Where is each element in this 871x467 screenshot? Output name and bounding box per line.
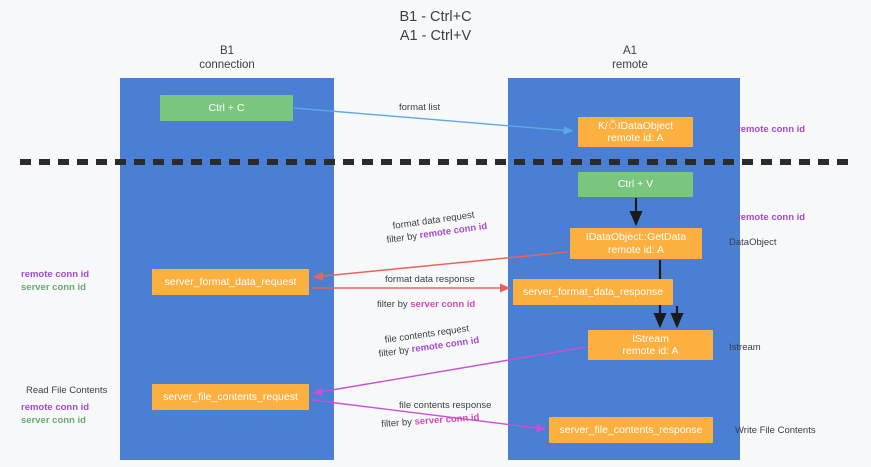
box-ctrl-c[interactable]: Ctrl + C xyxy=(160,95,293,121)
box-istream-line-2: remote id: A xyxy=(622,345,679,357)
box-server-format-data-response-label: server_format_data_response xyxy=(522,285,664,298)
annotation-conn-ids-format: remote conn id server conn id xyxy=(21,269,89,294)
filter-prefix: filter by xyxy=(378,344,413,360)
box-server-file-contents-request-label: server_file_contents_request xyxy=(163,390,298,403)
filter-prefix: filter by xyxy=(381,416,415,430)
annotation-write-file-contents: Write File Contents xyxy=(735,425,816,438)
edge-label-format-data-response: format data response xyxy=(385,274,475,286)
lane-header-a1-role: remote xyxy=(612,58,648,71)
annotation-read-file-contents-text: Read File Contents xyxy=(26,385,108,396)
annotation-dataobject: DataObject xyxy=(729,237,777,250)
box-getdata-line-2: remote id: A xyxy=(607,243,665,256)
page-title: B1 - Ctrl+C A1 - Ctrl+V xyxy=(0,8,871,46)
edge-label-format-list: format list xyxy=(399,102,440,114)
annotation-server-conn-id-left: server conn id xyxy=(21,281,86,293)
edge-label-file-contents-response-filter: filter by server conn id xyxy=(381,412,480,431)
box-idataobject-line-2: remote id: A xyxy=(607,132,664,144)
box-idataobject-getdata[interactable]: IDataObject::GetData remote id: A xyxy=(570,228,702,259)
annotation-conn-ids-file: remote conn id server conn id xyxy=(21,402,89,427)
box-getdata-line-1: IDataObject::GetData xyxy=(585,231,687,243)
lane-header-b1: B1 connection xyxy=(157,45,297,72)
box-server-format-data-request[interactable]: server_format_data_request xyxy=(152,269,309,295)
annotation-istream-text: Istream xyxy=(729,342,761,353)
box-idataobject[interactable]: Ƙ/ঁIDataObject remote id: A xyxy=(578,117,693,147)
title-line-1: B1 - Ctrl+C xyxy=(399,9,472,25)
edge-label-file-contents-response-text: file contents response xyxy=(399,400,492,411)
box-istream[interactable]: IStream remote id: A xyxy=(588,330,713,360)
annotation-remote-conn-id-left-2: remote conn id xyxy=(21,402,90,413)
box-ctrl-v[interactable]: Ctrl + V xyxy=(578,172,693,197)
edge-label-file-contents-response: file contents response xyxy=(399,400,491,412)
lane-header-b1-name: B1 xyxy=(219,45,235,57)
box-istream-line-1: IStream xyxy=(632,332,669,345)
annotation-dataobject-text: DataObject xyxy=(729,237,777,248)
box-ctrl-c-label: Ctrl + C xyxy=(208,101,245,114)
box-server-file-contents-response[interactable]: server_file_contents_response xyxy=(549,417,713,443)
filter-value-server-conn-id: server conn id xyxy=(414,412,480,428)
annotation-remote-conn-id-top: remote conn id xyxy=(737,124,805,137)
annotation-remote-conn-id-top-text: remote conn id xyxy=(737,124,806,135)
edge-label-format-data-response-filter: filter by server conn id xyxy=(377,299,475,311)
edge-label-format-data-response-text: format data response xyxy=(385,274,475,285)
annotation-write-file-contents-text: Write File Contents xyxy=(735,425,816,436)
lane-header-a1-name: A1 xyxy=(622,45,638,57)
annotation-remote-conn-id-dataobject-text: remote conn id xyxy=(737,212,806,223)
phase-divider xyxy=(20,159,851,165)
box-server-format-data-response[interactable]: server_format_data_response xyxy=(513,279,673,305)
lane-header-a1: A1 remote xyxy=(560,45,700,72)
box-server-format-data-request-label: server_format_data_request xyxy=(164,275,297,288)
box-server-file-contents-response-label: server_file_contents_response xyxy=(559,423,703,436)
filter-prefix: filter by xyxy=(377,299,411,310)
annotation-read-file-contents: Read File Contents xyxy=(26,385,107,398)
annotation-remote-conn-id-dataobject: remote conn id xyxy=(737,212,805,225)
box-idataobject-line-1: Ƙ/ঁIDataObject xyxy=(597,119,674,132)
annotation-istream: Istream xyxy=(729,342,761,355)
annotation-remote-conn-id-left: remote conn id xyxy=(21,269,90,280)
box-ctrl-v-label: Ctrl + V xyxy=(617,178,654,191)
filter-value-server-conn-id: server conn id xyxy=(410,299,476,310)
filter-prefix: filter by xyxy=(386,230,421,246)
edge-label-format-list-text: format list xyxy=(399,102,441,113)
lane-header-b1-role: connection xyxy=(199,58,255,71)
annotation-server-conn-id-left-2: server conn id xyxy=(21,414,86,426)
title-line-2: A1 - Ctrl+V xyxy=(399,28,472,44)
box-server-file-contents-request[interactable]: server_file_contents_request xyxy=(152,384,309,410)
